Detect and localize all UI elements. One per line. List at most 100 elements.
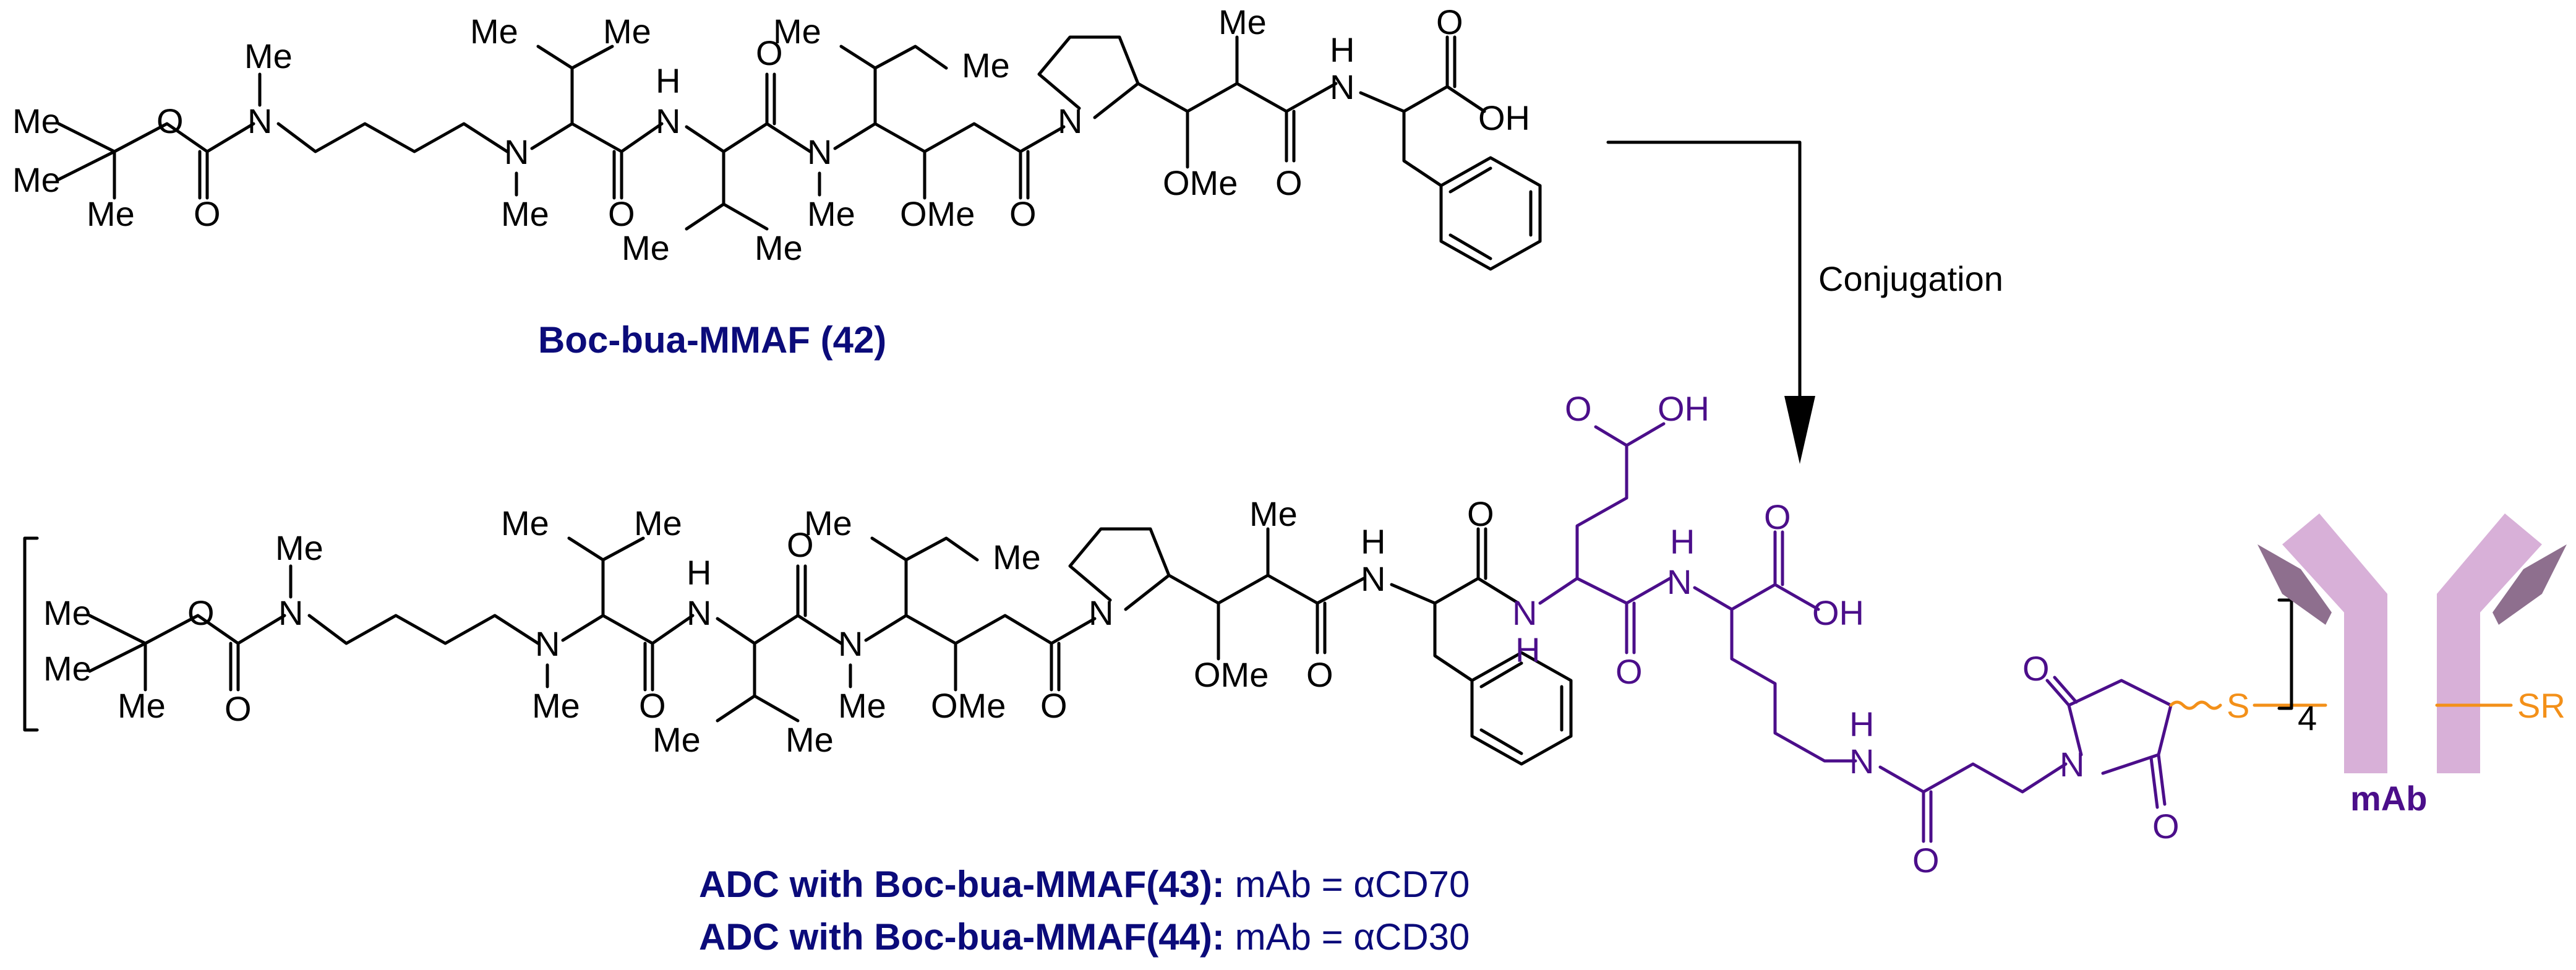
adc-atom-o-phe: O bbox=[1467, 494, 1494, 533]
adc-bond-glu bbox=[1538, 422, 1672, 655]
mab-label: mAb bbox=[2350, 779, 2427, 818]
atom-o-boc-ester: O bbox=[156, 101, 184, 140]
adc-atom-n-val: N bbox=[535, 624, 560, 663]
adc-bond-val2 bbox=[716, 564, 843, 723]
antibody-arm-right bbox=[2437, 513, 2542, 773]
bond-butyl-chain bbox=[276, 122, 509, 153]
bracket-left bbox=[23, 536, 39, 732]
atom-me-dil1: Me bbox=[773, 12, 821, 51]
adc-atom-me-val1a: Me bbox=[501, 504, 549, 543]
arrow-line bbox=[1606, 140, 1802, 404]
adc-atom-me-dap: Me bbox=[1249, 494, 1298, 533]
atom-n-val: N bbox=[504, 132, 529, 171]
adc-atom-ome-dil: OMe bbox=[931, 686, 1006, 725]
antibody-icon bbox=[2257, 513, 2567, 773]
atom-n-boc: N bbox=[247, 101, 272, 140]
adc-atom-me-dil1: Me bbox=[804, 504, 852, 543]
adc-atom-h-phe: H bbox=[1361, 522, 1385, 561]
adc-bond-mc bbox=[1878, 762, 2068, 843]
adc-bond-succ bbox=[2045, 676, 2173, 809]
bond-pro-ring bbox=[1037, 35, 1338, 119]
atom-o-val2: O bbox=[756, 33, 783, 72]
adc-atom-o-glu-side: O bbox=[1565, 389, 1592, 428]
atom-me-val1a: Me bbox=[470, 12, 518, 51]
atom-n-dil: N bbox=[807, 132, 832, 171]
atom-me-tbu2: Me bbox=[12, 160, 61, 199]
atom-h-amide1: H bbox=[656, 61, 680, 100]
atom-o-val1: O bbox=[608, 194, 635, 233]
adc-atom-sr: SR bbox=[2517, 686, 2565, 725]
bond-val1-side bbox=[536, 45, 614, 126]
atom-me-val2b: Me bbox=[755, 228, 803, 267]
atom-o-phe: O bbox=[1436, 2, 1463, 41]
bond-dil bbox=[818, 45, 1066, 200]
adc-ring-phe-double bbox=[1479, 661, 1564, 755]
atom-o-dap: O bbox=[1275, 163, 1303, 202]
adc-bond-tbu bbox=[88, 614, 286, 692]
adc-atom-o-mc: O bbox=[1912, 841, 1940, 880]
adc-atom-n-glu: N bbox=[1512, 593, 1537, 632]
bond-tbu bbox=[57, 122, 255, 200]
adc-atom-me-tbu3: Me bbox=[118, 686, 166, 725]
arrow-head bbox=[1784, 396, 1815, 464]
adc-atom-me-boc: Me bbox=[275, 528, 323, 567]
atom-me-tbu1: Me bbox=[12, 101, 61, 140]
adc-atom-me-val2a: Me bbox=[653, 720, 701, 759]
antibody-fab-left bbox=[2257, 544, 2332, 625]
adc-atom-me-val2b: Me bbox=[785, 720, 834, 759]
adc-atom-me-tbu1: Me bbox=[43, 593, 92, 632]
adc-atom-n-phe: N bbox=[1361, 559, 1385, 598]
adc-atom-n-boc: N bbox=[278, 593, 303, 632]
adc-atom-h-amide1: H bbox=[687, 553, 711, 592]
molecule-adc: Me Me Me O O N Me N Me Me Me O N H O Me … bbox=[23, 389, 2567, 880]
adc-atom-me-dil-n: Me bbox=[838, 686, 886, 725]
adc-atom-n-lys-eps: N bbox=[1849, 742, 1874, 781]
adc-atom-o-carbonyl: O bbox=[225, 689, 252, 728]
atom-n-amide1: N bbox=[656, 101, 680, 140]
adc-atom-o-dil: O bbox=[1040, 686, 1068, 725]
adc-atom-o-val1: O bbox=[639, 686, 666, 725]
arrow-label: Conjugation bbox=[1818, 259, 2003, 298]
atom-me-val1b: Me bbox=[603, 12, 651, 51]
atom-oh-phe: OH bbox=[1478, 98, 1530, 137]
atom-o-dil: O bbox=[1009, 194, 1037, 233]
adc-atom-me-dil2: Me bbox=[993, 538, 1041, 577]
molecule-boc-bua-mmaf-42: Me Me Me O O N Me N Me O Me Me N H O Me … bbox=[12, 2, 1542, 361]
adc-atom-o-glu: O bbox=[1615, 652, 1643, 691]
adc-atom-h-lys: H bbox=[1670, 522, 1695, 561]
atom-h-phe: H bbox=[1330, 30, 1354, 69]
adc-atom-me-val1b: Me bbox=[634, 504, 682, 543]
atom-n-phe: N bbox=[1330, 67, 1354, 106]
caption-adc-44-rest: mAb = αCD30 bbox=[1225, 916, 1470, 958]
adc-atom-ome-dap: OMe bbox=[1194, 655, 1269, 694]
adc-atom-o-dap: O bbox=[1306, 655, 1333, 694]
adc-bond-pro bbox=[1068, 527, 1366, 661]
antibody-fab-right bbox=[2493, 544, 2567, 625]
adc-bond-phe bbox=[1390, 527, 1520, 682]
caption-adc-43-rest: mAb = αCD70 bbox=[1225, 864, 1470, 905]
adc-bond-dil bbox=[849, 536, 1097, 692]
adc-atom-n-lys: N bbox=[1667, 562, 1692, 601]
atom-me-dil-n: Me bbox=[807, 194, 855, 233]
adc-atom-me-tbu2: Me bbox=[43, 649, 92, 688]
adc-bond-thio-wavy bbox=[2169, 700, 2222, 710]
atom-ome-dap: OMe bbox=[1163, 163, 1238, 202]
adc-bond-butyl bbox=[289, 564, 540, 645]
adc-bracket-subscript: 4 bbox=[2298, 698, 2317, 737]
caption-adc-44-bold: ADC with Boc-bua-MMAF(44): bbox=[699, 916, 1225, 958]
atom-ome-dil: OMe bbox=[900, 194, 975, 233]
adc-atom-oh-lys: OH bbox=[1812, 593, 1864, 632]
adc-atom-o-succ1: O bbox=[2022, 649, 2050, 688]
adc-atom-o-val2: O bbox=[787, 525, 814, 564]
adc-atom-oh-glu-side: OH bbox=[1658, 389, 1709, 428]
adc-bond-val1 bbox=[546, 536, 695, 692]
atom-o-boc-carbonyl: O bbox=[194, 194, 221, 233]
atom-me-dap: Me bbox=[1218, 2, 1267, 41]
adc-atom-s: S bbox=[2227, 686, 2249, 725]
adc-bond-lys bbox=[1693, 530, 1857, 763]
adc-atom-h-glu: H bbox=[1515, 630, 1540, 669]
bond-val2 bbox=[685, 72, 812, 231]
caption-adc-43: ADC with Boc-bua-MMAF(43): mAb = αCD70 bbox=[699, 864, 1470, 905]
adc-atom-o-lys: O bbox=[1764, 497, 1791, 536]
